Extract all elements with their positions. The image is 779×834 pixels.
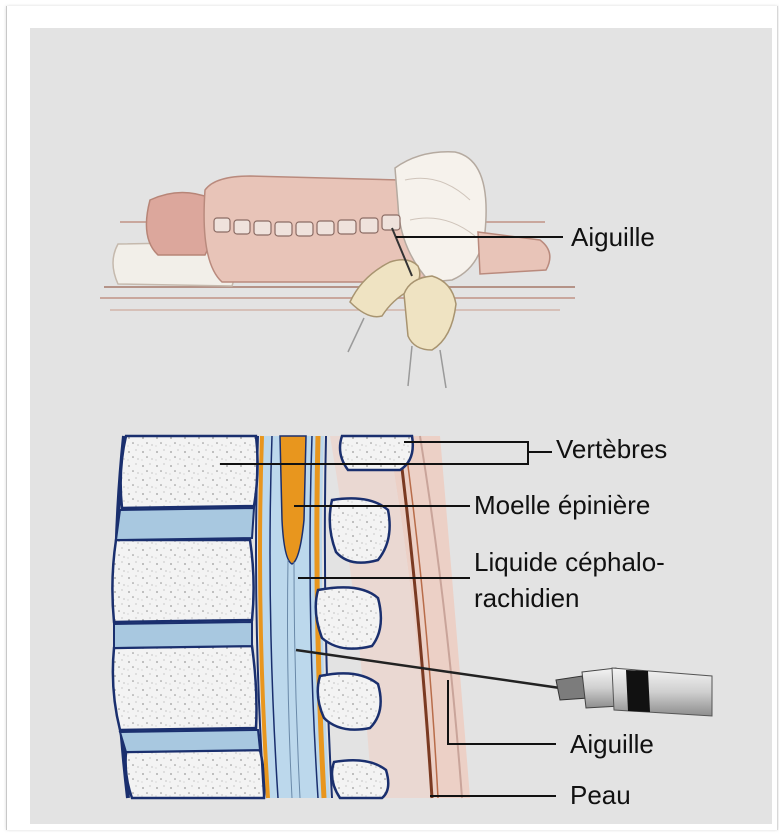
- label-liquide-line2: rachidien: [474, 583, 580, 613]
- label-peau: Peau: [570, 780, 631, 810]
- patient-illustration: [100, 152, 575, 388]
- label-aiguille-bottom: Aiguille: [570, 729, 654, 759]
- label-vertebres: Vertèbres: [556, 434, 667, 464]
- label-moelle-epiniere: Moelle épinière: [474, 490, 650, 520]
- label-aiguille-top: Aiguille: [571, 222, 655, 252]
- label-liquide-line1: Liquide céphalo-: [474, 547, 665, 577]
